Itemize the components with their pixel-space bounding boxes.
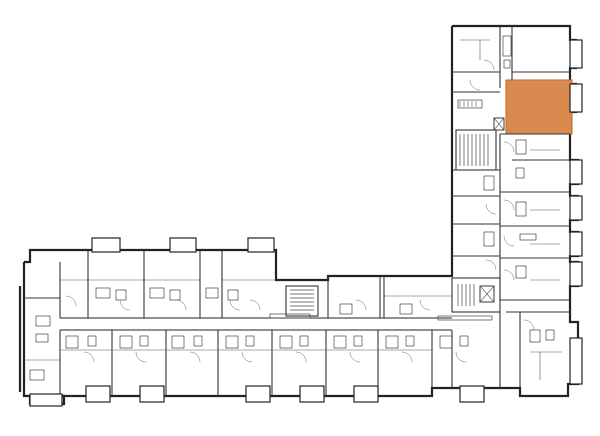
stair-symbol bbox=[290, 289, 314, 311]
north-balconies bbox=[569, 39, 583, 385]
west-end bbox=[18, 286, 60, 392]
top-balconies bbox=[91, 237, 275, 253]
north-wing-rooms bbox=[451, 26, 570, 388]
main-slab-rooms bbox=[24, 250, 501, 396]
highlighted-unit[interactable] bbox=[505, 79, 573, 135]
stair-symbol bbox=[457, 284, 475, 306]
stair-symbol bbox=[459, 134, 489, 166]
south-balconies bbox=[29, 385, 485, 407]
building-outline bbox=[22, 24, 580, 406]
